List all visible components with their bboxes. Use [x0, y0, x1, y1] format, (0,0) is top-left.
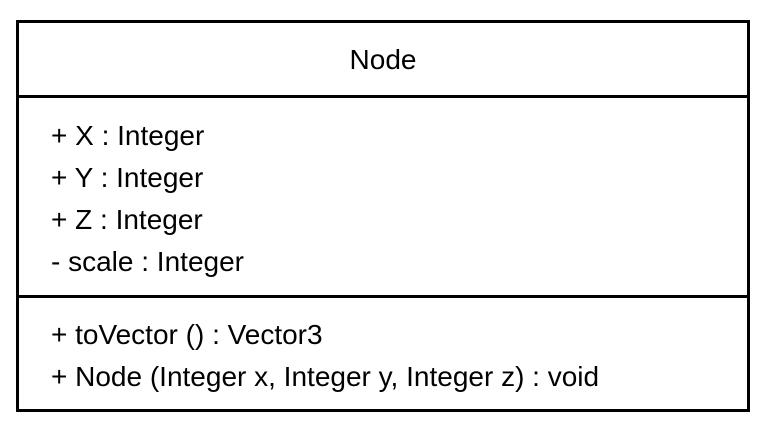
operation-node-constructor: + Node (Integer x, Integer y, Integer z)… — [51, 361, 600, 392]
uml-class-box: Node + X : Integer + Y : Integer + Z : I… — [16, 20, 750, 412]
attribute-y: + Y : Integer — [51, 162, 204, 193]
class-name: Node — [19, 23, 747, 98]
attribute-scale: - scale : Integer — [51, 246, 244, 277]
operation-to-vector: + toVector () : Vector3 — [51, 319, 323, 350]
operations-compartment: + toVector () : Vector3 + Node (Integer … — [19, 298, 747, 398]
attribute-z: + Z : Integer — [51, 204, 203, 235]
attribute-x: + X : Integer — [51, 120, 205, 151]
attributes-compartment: + X : Integer + Y : Integer + Z : Intege… — [19, 98, 747, 298]
